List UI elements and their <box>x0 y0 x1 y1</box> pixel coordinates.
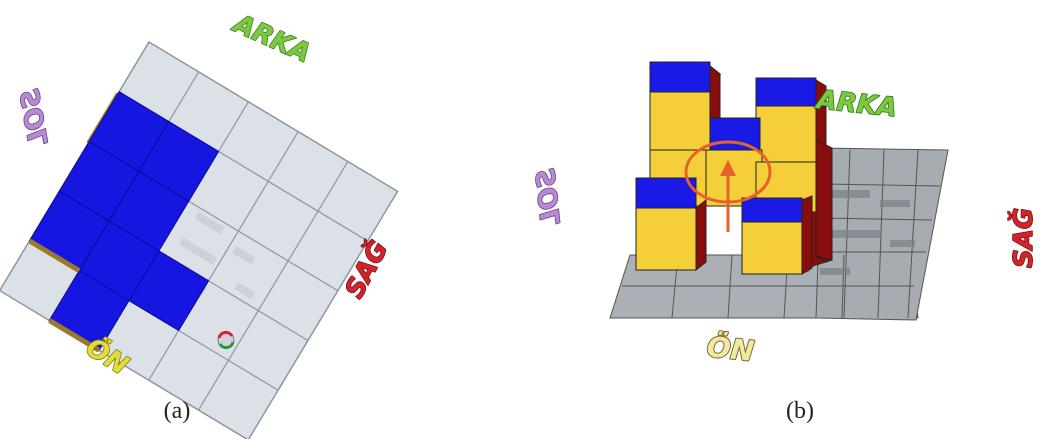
panel-a: ARKA SOL SAĞ ÖN (a) <box>0 0 470 439</box>
panel-b: ARKA SOL SAĞ ÖN (b) <box>470 0 1040 439</box>
label-front: ÖN <box>705 329 756 368</box>
filled-cells <box>28 91 220 353</box>
caption-b: (b) <box>786 398 814 424</box>
iso-view-diagram: ARKA SOL SAĞ ÖN <box>530 61 1040 369</box>
label-left: SOL <box>531 167 567 227</box>
top-view-grid <box>0 40 399 439</box>
top-view-diagram: ARKA SOL SAĞ ÖN <box>0 7 399 439</box>
iso-floor-grid <box>609 147 949 321</box>
label-right: SAĞ <box>1007 208 1039 268</box>
label-left: SOL <box>15 87 55 149</box>
rotate-icon[interactable] <box>217 330 235 350</box>
highlight-marker <box>684 140 772 232</box>
caption-a: (a) <box>163 398 191 424</box>
cube-stack <box>635 61 833 275</box>
label-back: ARKA <box>227 8 314 69</box>
